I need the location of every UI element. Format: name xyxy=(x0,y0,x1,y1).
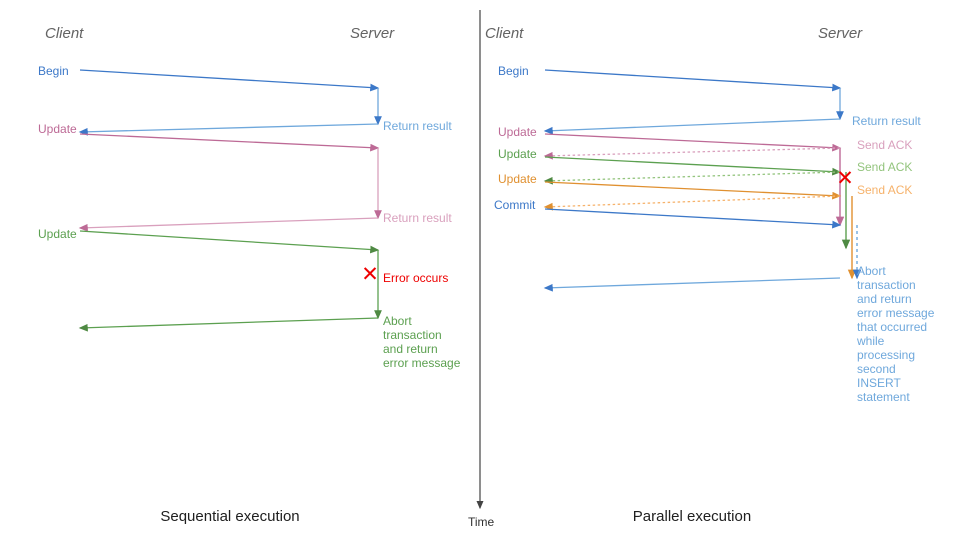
message-arrow-update-2 xyxy=(79,230,380,254)
message-label-update-2: Update xyxy=(498,147,537,161)
message-label-send-ack-2: Send ACK xyxy=(857,160,912,174)
message-label-begin: Begin xyxy=(498,64,529,78)
lane-header-server-sequential: Server xyxy=(350,25,395,42)
message-arrow-return-result-1 xyxy=(78,123,379,136)
message-label-update-2: Update xyxy=(38,227,77,241)
message-label-return-result-2: Return result xyxy=(383,211,452,225)
lane-header-server-parallel: Server xyxy=(818,25,863,42)
message-label-return-result: Return result xyxy=(852,114,921,128)
message-arrow-return-result-2 xyxy=(78,217,379,232)
message-label-update-3: Update xyxy=(498,172,537,186)
message-label-return-result-1: Return result xyxy=(383,119,452,133)
message-arrow-begin xyxy=(79,69,380,92)
panel-caption-parallel: Parallel execution xyxy=(633,508,751,525)
error-x-icon-sequential: ✕ xyxy=(361,263,379,286)
message-arrow-begin xyxy=(544,69,842,92)
arrows-layer xyxy=(78,10,862,510)
message-arrow-return-result xyxy=(543,118,841,135)
panel-caption-sequential: Sequential execution xyxy=(160,508,299,525)
message-label-update-1: Update xyxy=(38,122,77,136)
lane-header-client-sequential: Client xyxy=(45,25,84,42)
message-arrow-abort-return xyxy=(78,317,379,332)
message-arrow-send-ack-3 xyxy=(543,195,841,211)
message-arrow-update-1 xyxy=(544,133,842,152)
message-arrow-commit xyxy=(544,208,842,229)
error-label-sequential: Error occurs xyxy=(383,271,448,285)
message-label-send-ack-3: Send ACK xyxy=(857,183,912,197)
message-arrow-update-2 xyxy=(544,156,842,176)
message-label-update-1: Update xyxy=(498,125,537,139)
message-arrow-update-3 xyxy=(544,181,842,200)
message-label-send-ack-1: Send ACK xyxy=(857,138,912,152)
message-label-commit: Commit xyxy=(494,198,536,212)
message-label-begin: Begin xyxy=(38,64,69,78)
message-arrow-send-ack-1 xyxy=(543,147,841,160)
message-arrow-update-1 xyxy=(79,133,380,152)
error-x-icon-parallel: ✕ xyxy=(836,167,854,190)
time-axis-label: Time xyxy=(468,515,495,529)
lane-header-client-parallel: Client xyxy=(485,25,524,42)
message-arrow-send-ack-2 xyxy=(543,171,841,185)
message-arrow-abort-return xyxy=(543,277,841,292)
